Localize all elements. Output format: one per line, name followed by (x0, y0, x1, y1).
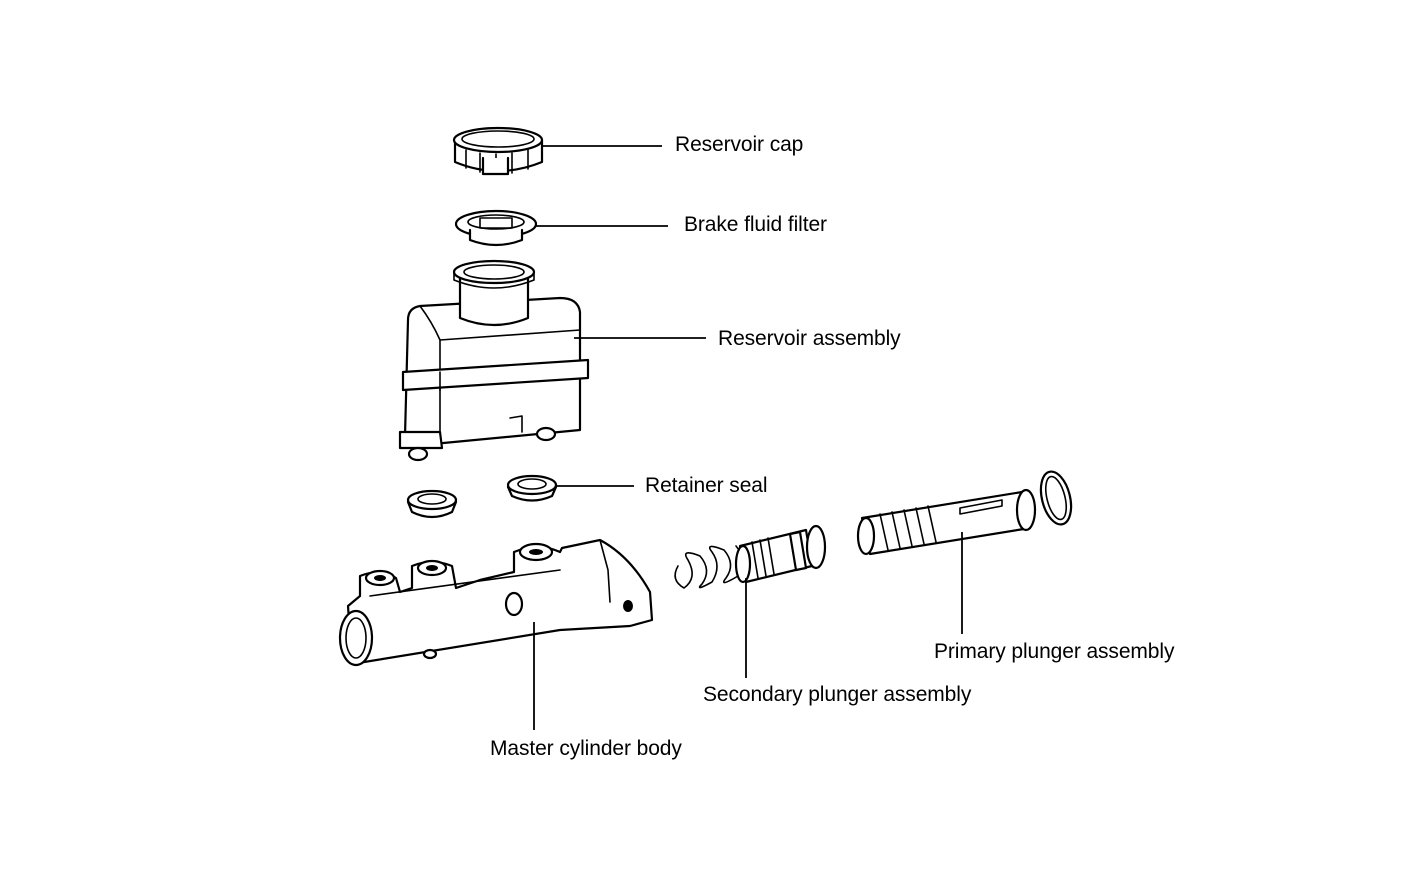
retainer-seal-label: Retainer seal (645, 474, 768, 497)
brake-fluid-filter-label: Brake fluid filter (684, 213, 827, 236)
secondary-plunger-assembly-label: Secondary plunger assembly (703, 683, 972, 706)
master-cylinder-body-label: Master cylinder body (490, 737, 682, 760)
primary-plunger-assembly-label: Primary plunger assembly (934, 640, 1175, 663)
reservoir-cap-label: Reservoir cap (675, 133, 804, 156)
retainer-seal-drawing (406, 474, 558, 519)
brake-fluid-filter-drawing (454, 209, 538, 247)
reservoir-cap-drawing (452, 126, 544, 176)
reservoir-assembly-drawing (398, 259, 590, 462)
reservoir-assembly-label: Reservoir assembly (718, 327, 901, 350)
master-cylinder-body-drawing (338, 538, 654, 667)
primary-plunger-drawing (856, 470, 1073, 556)
secondary-plunger-drawing (674, 524, 827, 589)
